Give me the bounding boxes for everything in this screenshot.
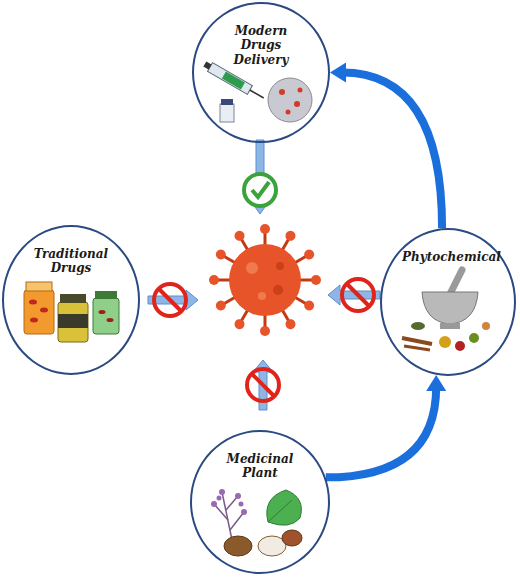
circle-node: Phytochemical bbox=[380, 228, 516, 376]
node-label: Phytochemical bbox=[402, 250, 494, 264]
small-arrows bbox=[148, 140, 380, 410]
node-label: Traditional Drugs bbox=[25, 247, 117, 276]
circle-node: Medicinal Plant bbox=[190, 430, 330, 574]
check-sign bbox=[244, 174, 276, 206]
pill-bottles bbox=[24, 282, 119, 342]
virus bbox=[209, 224, 321, 336]
arrow-head bbox=[330, 63, 346, 83]
arrow-shaft bbox=[342, 73, 442, 229]
arrow-head bbox=[426, 375, 446, 391]
curved-arrow bbox=[326, 375, 446, 477]
arrow-shaft bbox=[326, 387, 436, 477]
medicinal-plant-picture bbox=[211, 489, 302, 556]
mortar-and-spices bbox=[402, 270, 490, 351]
curved-arrow bbox=[330, 63, 442, 229]
circle-node: Traditional Drugs bbox=[2, 225, 140, 375]
node-label: Modern Drugs Delivery bbox=[215, 24, 307, 67]
circle-node: Modern Drugs Delivery bbox=[192, 2, 330, 143]
no-sign bbox=[154, 279, 374, 401]
node-label: Medicinal Plant bbox=[214, 452, 306, 481]
drug-delivery-picture bbox=[202, 60, 312, 122]
